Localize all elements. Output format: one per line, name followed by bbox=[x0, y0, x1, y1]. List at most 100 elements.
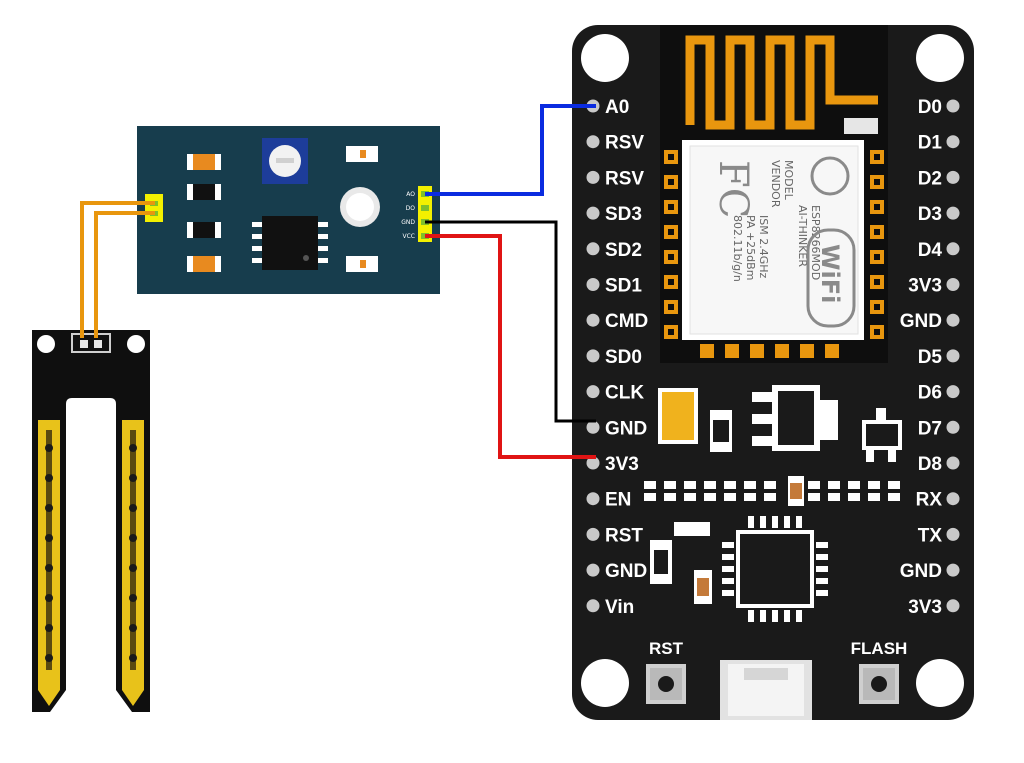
pin-label-left-6: SD1 bbox=[605, 276, 642, 297]
probe-pcb bbox=[32, 330, 150, 712]
pin-right-13-tx[interactable] bbox=[946, 527, 960, 541]
wire-probe-2 bbox=[94, 211, 155, 338]
chip-col1-line1: MODEL bbox=[782, 160, 795, 201]
pin-label-left-15: Vin bbox=[605, 597, 634, 618]
pin-right-6-3v3[interactable] bbox=[946, 278, 960, 291]
pin-right-4-d3[interactable] bbox=[946, 206, 960, 220]
pin-right-8-d5[interactable] bbox=[946, 349, 960, 363]
rst-button-label: RST bbox=[649, 639, 684, 658]
pin-right-5-d4[interactable] bbox=[946, 242, 960, 256]
pin-label-right-5: D4 bbox=[918, 240, 943, 261]
pin-label-left-5: SD2 bbox=[605, 240, 642, 261]
output-header bbox=[418, 186, 432, 242]
pin-label-right-2: D1 bbox=[918, 133, 943, 154]
wire-vcc-to-3v3 bbox=[425, 234, 596, 459]
module-pin-gnd: GND bbox=[401, 219, 415, 226]
pin-label-right-13: TX bbox=[918, 525, 943, 546]
micro-usb-port[interactable] bbox=[720, 660, 812, 720]
pin-label-right-6: 3V3 bbox=[908, 276, 942, 297]
pin-right-10-d7[interactable] bbox=[946, 420, 960, 434]
mount-hole-top-right bbox=[916, 34, 964, 82]
pin-label-left-9: CLK bbox=[605, 383, 644, 404]
module-pin-vcc: VCC bbox=[403, 233, 415, 240]
pin-label-right-14: GND bbox=[900, 561, 942, 582]
pin-label-left-7: CMD bbox=[605, 311, 648, 332]
mount-hole-top-left bbox=[581, 34, 629, 82]
pin-left-2-rsv[interactable] bbox=[586, 135, 600, 149]
usb-uart-chip bbox=[722, 516, 828, 622]
esp12-pads bbox=[664, 150, 884, 358]
pin-left-11-3v3[interactable] bbox=[586, 456, 600, 470]
pin-right-15-3v3[interactable] bbox=[946, 599, 960, 613]
nodemcu-board: FC MODEL VENDOR ESP8266MOD AI-THINKER IS… bbox=[572, 25, 974, 720]
pin-left-8-sd0[interactable] bbox=[586, 349, 600, 363]
pin-label-right-4: D3 bbox=[918, 204, 942, 225]
pin-left-9-clk[interactable] bbox=[586, 385, 600, 399]
pin-right-11-d8[interactable] bbox=[946, 456, 960, 470]
chip-col2-line1: ESP8266MOD bbox=[809, 205, 822, 280]
pin-label-right-15: 3V3 bbox=[908, 597, 942, 618]
esp12-module: FC MODEL VENDOR ESP8266MOD AI-THINKER IS… bbox=[660, 25, 888, 363]
pin-right-12-rx[interactable] bbox=[946, 492, 960, 506]
pin-left-15-vin[interactable] bbox=[586, 599, 600, 613]
pad-row bbox=[644, 481, 900, 501]
wire-probe-1 bbox=[80, 201, 155, 338]
pin-label-left-14: GND bbox=[605, 561, 647, 582]
pin-left-7-cmd[interactable] bbox=[586, 313, 600, 327]
pin-left-3-rsv[interactable] bbox=[586, 170, 600, 184]
module-resistors bbox=[187, 154, 221, 272]
tantalum-capacitor bbox=[662, 392, 694, 440]
ai-logo-icon bbox=[810, 156, 850, 196]
pin-label-right-1: D0 bbox=[918, 97, 942, 118]
pin-label-left-2: RSV bbox=[605, 133, 644, 154]
pin-label-left-8: SD0 bbox=[605, 347, 642, 368]
pin-left-5-sd2[interactable] bbox=[586, 242, 600, 256]
pin-label-right-9: D6 bbox=[918, 383, 942, 404]
pin-label-right-11: D8 bbox=[918, 454, 942, 475]
pin-left-10-gnd[interactable] bbox=[586, 420, 600, 434]
antenna-trace bbox=[685, 35, 878, 130]
wifi-logo-frame bbox=[806, 228, 856, 328]
chip-col3-line3: 802.11b/g/n bbox=[731, 215, 744, 282]
pin-left-12-en[interactable] bbox=[586, 492, 600, 506]
pin-label-left-3: RSV bbox=[605, 168, 644, 189]
chip-col2-line2: AI-THINKER bbox=[796, 205, 809, 267]
rst-button[interactable] bbox=[646, 664, 686, 704]
flash-button-label: FLASH bbox=[851, 639, 908, 658]
pin-right-9-d6[interactable] bbox=[946, 385, 960, 399]
wifi-logo: WiFi bbox=[816, 244, 844, 303]
soil-sensor-module: AO DO GND VCC bbox=[137, 126, 440, 294]
pin-left-4-sd3[interactable] bbox=[586, 206, 600, 220]
wires bbox=[80, 104, 596, 459]
antenna-resistor bbox=[844, 118, 878, 134]
transistor bbox=[862, 408, 902, 462]
pin-left-13-rst[interactable] bbox=[586, 527, 600, 541]
pin-left-6-sd1[interactable] bbox=[586, 278, 600, 291]
probe-connector bbox=[71, 333, 111, 353]
pin-label-left-12: EN bbox=[605, 490, 631, 511]
smd-resistor-2 bbox=[674, 522, 710, 536]
pin-right-2-d1[interactable] bbox=[946, 135, 960, 149]
left-pin-header: A0RSVRSVSD3SD2SD1CMDSD0CLKGND3V3ENRSTGND… bbox=[586, 97, 648, 618]
module-pin-ao: AO bbox=[406, 191, 415, 198]
comparator-ic bbox=[252, 216, 328, 270]
mount-hole-bottom-left bbox=[581, 659, 629, 707]
flash-button[interactable] bbox=[859, 664, 899, 704]
pin-label-left-4: SD3 bbox=[605, 204, 642, 225]
pin-label-left-13: RST bbox=[605, 525, 643, 546]
fc-logo: FC bbox=[710, 160, 756, 218]
pin-label-right-12: RX bbox=[916, 490, 943, 511]
pin-right-14-gnd[interactable] bbox=[946, 563, 960, 577]
pin-label-left-1: A0 bbox=[605, 97, 629, 118]
pin-label-right-3: D2 bbox=[918, 168, 942, 189]
pin-right-3-d2[interactable] bbox=[946, 170, 960, 184]
pin-right-7-gnd[interactable] bbox=[946, 313, 960, 327]
mount-hole-bottom-right bbox=[916, 659, 964, 707]
pin-label-right-10: D7 bbox=[918, 418, 942, 439]
soil-moisture-probe bbox=[32, 330, 150, 712]
pin-left-14-gnd[interactable] bbox=[586, 563, 600, 577]
wire-gnd-to-gnd bbox=[425, 220, 596, 423]
pin-right-1-d0[interactable] bbox=[946, 99, 960, 113]
